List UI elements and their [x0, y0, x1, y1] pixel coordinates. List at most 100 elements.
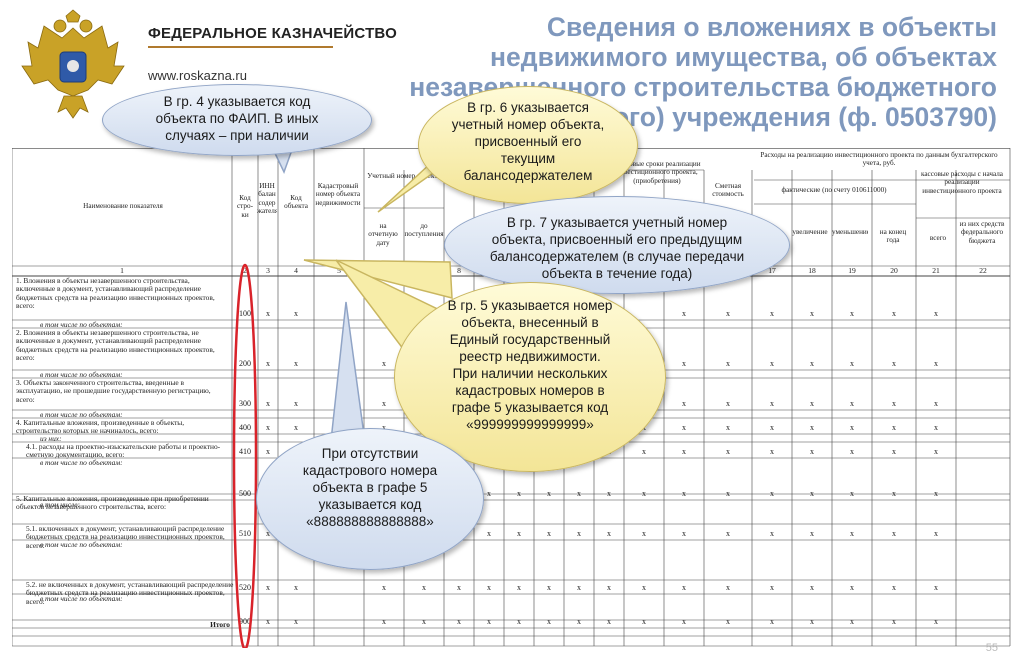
x-mark: x: [934, 447, 938, 456]
table-row-label: 5.1. включенных в документ, устанавливаю…: [26, 524, 225, 550]
table-row-label: в том числе по объектам:: [40, 540, 123, 549]
x-mark: x: [294, 423, 298, 432]
x-mark: x: [850, 447, 854, 456]
x-mark: x: [726, 359, 730, 368]
x-mark: x: [810, 359, 814, 368]
x-mark: x: [810, 309, 814, 318]
table-row-code: 100: [239, 309, 251, 318]
header-total: всего: [929, 234, 947, 242]
x-mark: x: [934, 309, 938, 318]
header-estimate: Сметная стоимость: [712, 182, 744, 199]
table-row-label: в том числе:: [40, 500, 81, 509]
x-mark: x: [850, 489, 854, 498]
x-mark: x: [934, 489, 938, 498]
x-mark: x: [547, 529, 551, 538]
header-increase: увеличение: [792, 228, 828, 236]
x-mark: x: [547, 583, 551, 592]
x-mark: x: [294, 583, 298, 592]
x-mark: x: [892, 489, 896, 498]
callout-column-4-text: В гр. 4 указывается код объекта по ФАИП.…: [155, 94, 319, 143]
column-number: 1: [120, 266, 124, 275]
table-row-label: в том числе по объектам:: [40, 410, 123, 419]
x-mark: x: [850, 529, 854, 538]
x-mark: x: [457, 617, 461, 626]
table-row-code: 510: [239, 529, 251, 538]
x-mark: x: [770, 399, 774, 408]
x-mark: x: [487, 583, 491, 592]
x-mark: x: [770, 529, 774, 538]
x-mark: x: [487, 617, 491, 626]
x-mark: x: [607, 617, 611, 626]
x-mark: x: [850, 617, 854, 626]
callout-cadastral-absent-text: При отсутствии кадастрового номера объек…: [302, 446, 438, 529]
x-mark: x: [682, 617, 686, 626]
x-mark: x: [726, 489, 730, 498]
website-link[interactable]: www.roskazna.ru: [148, 68, 247, 83]
table-row-label: из них:: [40, 434, 62, 443]
title-line-2: недвижимого имущества, об объектах: [490, 42, 997, 72]
x-mark: x: [266, 359, 270, 368]
column-number: 3: [266, 266, 270, 275]
callout-column-6: В гр. 6 указывается учетный номер объект…: [418, 86, 638, 204]
x-mark: x: [934, 583, 938, 592]
x-mark: x: [892, 583, 896, 592]
column-number: 18: [808, 266, 816, 275]
header-year-end: на конец года: [879, 228, 907, 245]
callout-column-4: В гр. 4 указывается код объекта по ФАИП.…: [102, 84, 372, 156]
x-mark: x: [422, 583, 426, 592]
table-row-code: 500: [239, 489, 251, 498]
x-mark: x: [547, 617, 551, 626]
x-mark: x: [682, 529, 686, 538]
x-mark: x: [892, 399, 896, 408]
header-inn: ИНН балан содер жателя: [257, 182, 277, 216]
x-mark: x: [850, 309, 854, 318]
x-mark: x: [770, 447, 774, 456]
x-mark: x: [726, 617, 730, 626]
highlight-oval: [232, 263, 258, 648]
organization-name: ФЕДЕРАЛЬНОЕ КАЗНАЧЕЙСТВО: [148, 25, 397, 42]
table-row-label: 5.2. не включенных в документ, устанавли…: [26, 580, 234, 606]
x-mark: x: [726, 423, 730, 432]
x-mark: x: [487, 489, 491, 498]
x-mark: x: [850, 583, 854, 592]
x-mark: x: [726, 309, 730, 318]
header-code: Код стро-ки: [236, 194, 253, 219]
column-number: 2: [243, 266, 247, 275]
x-mark: x: [682, 583, 686, 592]
x-mark: x: [682, 423, 686, 432]
x-mark: x: [457, 583, 461, 592]
x-mark: x: [810, 447, 814, 456]
x-mark: x: [266, 447, 270, 456]
header-decrease: уменьшение: [832, 228, 868, 236]
column-number: 4: [294, 266, 298, 275]
x-mark: x: [770, 583, 774, 592]
x-mark: x: [517, 529, 521, 538]
x-mark: x: [607, 529, 611, 538]
table-row-label: в том числе по объектам:: [40, 370, 123, 379]
page-number: 55: [985, 642, 998, 654]
x-mark: x: [850, 359, 854, 368]
column-number: 20: [890, 266, 898, 275]
header-cadastral: Кадастровый номер объекта недвижимости: [315, 182, 361, 207]
table-row-label: 4. Капитальные вложения, произведенные в…: [16, 418, 185, 436]
treasury-emblem-icon: [14, 8, 132, 126]
table-row-label: в том числе по объектам:: [40, 320, 123, 329]
x-mark: x: [266, 617, 270, 626]
x-mark: x: [294, 309, 298, 318]
header-expenses: Расходы на реализацию инвестиционного пр…: [760, 151, 998, 168]
callout-cadastral-absent: При отсутствии кадастрового номера объек…: [256, 428, 484, 570]
x-mark: x: [382, 423, 386, 432]
header-account-current: на отчетную дату: [368, 222, 398, 247]
table-row-code: 200: [239, 359, 251, 368]
column-number: 22: [979, 266, 987, 275]
header-period: Плановые сроки реализации инвестиционног…: [613, 160, 701, 185]
x-mark: x: [382, 617, 386, 626]
form-0503790-table: Наименование показателя Код стро-ки ИНН …: [12, 148, 1012, 648]
x-mark: x: [726, 447, 730, 456]
x-mark: x: [382, 399, 386, 408]
x-mark: x: [810, 489, 814, 498]
x-mark: x: [770, 617, 774, 626]
column-number: 19: [848, 266, 856, 275]
table-row-code: 900: [239, 617, 251, 626]
x-mark: x: [422, 617, 426, 626]
